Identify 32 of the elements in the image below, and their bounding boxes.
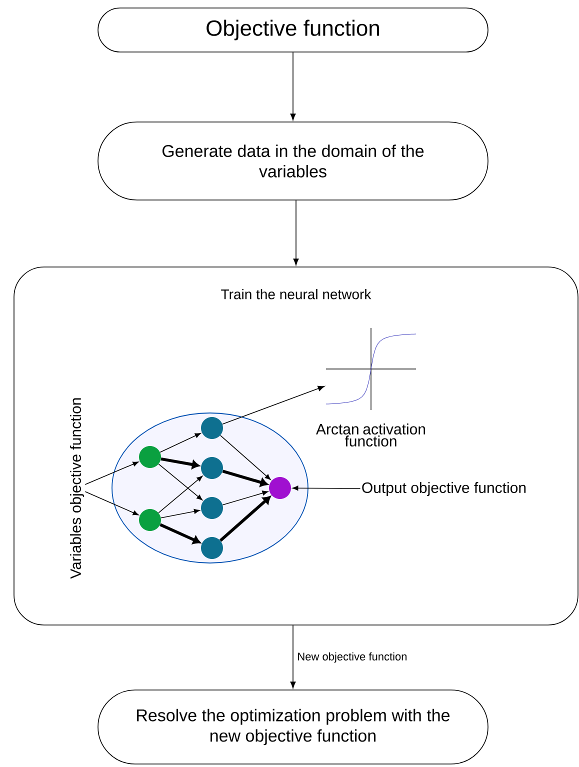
neuron-circle [139, 509, 161, 531]
neuron-circle [139, 446, 161, 468]
arrow [219, 496, 271, 542]
process-box: Generate data in the domain of the variables [98, 122, 488, 200]
arrow [160, 457, 200, 469]
neuron-circle [201, 417, 223, 439]
arrow [220, 435, 271, 480]
arrow [160, 523, 201, 544]
neuron-circle [201, 497, 223, 519]
arrow [290, 52, 296, 120]
output-label: Output objective function [362, 482, 526, 496]
activation-graph-drawing [326, 328, 416, 410]
arrow [222, 470, 268, 487]
arrow [84, 462, 139, 485]
arrow [222, 386, 325, 424]
arrow [160, 508, 200, 518]
arrow [290, 625, 296, 688]
neuron-circle [201, 537, 223, 559]
edge-label: New objective function [296, 651, 408, 664]
process-box: Resolve the optimization problem with the new objective function [98, 690, 488, 764]
neuron-circle [269, 477, 291, 499]
arrow [158, 464, 203, 500]
neuron-circle [201, 457, 223, 479]
input-label: Variables objective function [70, 398, 84, 579]
arrow [293, 200, 299, 266]
arrow [292, 486, 361, 491]
graph-caption: Arctan activation function [316, 424, 426, 446]
arrow [222, 490, 268, 506]
arrow [160, 433, 201, 453]
arrow [84, 491, 139, 516]
arrow [158, 476, 203, 514]
process-box: Objective function [98, 8, 488, 52]
